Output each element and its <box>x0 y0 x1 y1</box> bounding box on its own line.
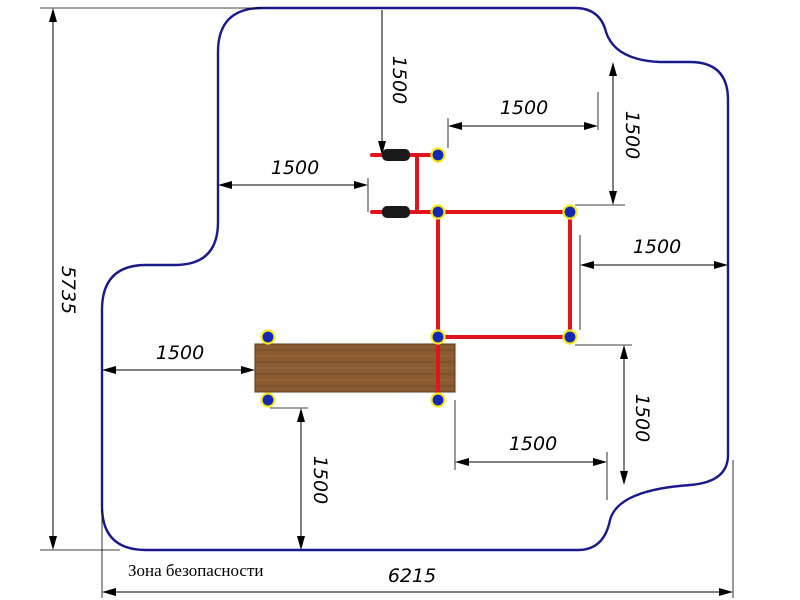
dimension-right-top-vertical: 1500 <box>575 62 643 206</box>
dimension-left-mid-horizontal: 1500 <box>218 157 369 212</box>
wooden-bench <box>254 343 456 393</box>
dimension-right-lower-vertical: 1500 <box>575 344 653 485</box>
post-cap-icon <box>260 392 276 408</box>
dim-label-top-vertical: 1500 <box>388 56 410 104</box>
post-cap-icon <box>430 204 446 220</box>
post-cap-icon <box>430 329 446 345</box>
dim-label-total-width: 6215 <box>388 565 436 587</box>
dimension-top-right-horizontal: 1500 <box>447 92 599 148</box>
dim-label-bottom-vertical: 1500 <box>309 456 331 504</box>
dimension-left-bench-horizontal: 1500 <box>102 342 255 374</box>
dimension-bottom-horizontal: 1500 <box>454 400 608 500</box>
dimension-total-height: 5735 <box>40 7 262 551</box>
dim-label-top-right-horizontal: 1500 <box>500 97 548 119</box>
dimension-bottom-vertical: 1500 <box>270 407 331 550</box>
post-cap-icon <box>562 329 578 345</box>
post-caps <box>260 147 578 408</box>
dim-label-total-height: 5735 <box>57 266 79 314</box>
dim-label-right-top-vertical: 1500 <box>621 111 643 159</box>
dim-label-right-lower-vertical: 1500 <box>631 394 653 442</box>
safety-zone-outline <box>100 6 730 552</box>
dim-label-bottom-horizontal: 1500 <box>509 433 557 455</box>
post-cap-icon <box>430 392 446 408</box>
dimension-top-vertical: 1500 <box>378 10 410 155</box>
post-cap-icon <box>430 147 446 163</box>
dimension-right-mid-horizontal: 1500 <box>579 235 728 330</box>
dim-label-left-bench-horizontal: 1500 <box>156 342 204 364</box>
post-cap-icon <box>260 329 276 345</box>
handle-grip-icon <box>382 149 410 218</box>
dim-label-left-mid-horizontal: 1500 <box>271 157 319 179</box>
dim-label-right-mid-horizontal: 1500 <box>633 236 681 258</box>
safety-zone-caption: Зона безопасности <box>128 561 264 580</box>
dimension-total-width: 6215 <box>101 460 734 598</box>
post-cap-icon <box>562 204 578 220</box>
